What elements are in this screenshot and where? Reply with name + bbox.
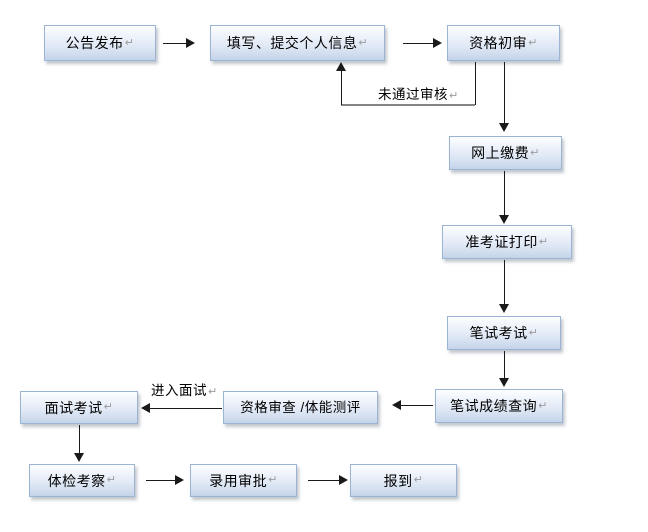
arrow-interview-to-medical-shaft: [79, 425, 80, 456]
node-label: 准考证打印: [465, 234, 538, 250]
arrow-announcement-to-submit-shaft: [163, 43, 188, 44]
node-qual-fitness[interactable]: 资格审查 /体能测评: [223, 391, 378, 424]
node-first-review[interactable]: 资格初审↵: [447, 25, 560, 61]
node-label: 资格初审: [469, 35, 528, 51]
node-label: 体检考察: [47, 472, 106, 489]
arrow-exam-to-score-shaft: [504, 351, 505, 381]
paragraph-mark-icon: ↵: [413, 474, 424, 486]
arrow-interview-to-medical-head: [74, 453, 84, 462]
node-print-ticket[interactable]: 准考证打印↵: [442, 225, 572, 259]
paragraph-mark-icon: ↵: [268, 474, 278, 486]
node-label: 报到: [383, 472, 413, 489]
node-report-duty[interactable]: 报到↵: [350, 464, 457, 497]
arrow-score-to-qual-head: [392, 400, 401, 410]
paragraph-mark-icon: ↵: [528, 36, 538, 49]
arrow-review-to-payment-shaft: [504, 62, 505, 124]
arrow-medical-to-hire-shaft: [146, 480, 177, 481]
arrow-review-to-payment-head: [499, 123, 509, 132]
node-medical-check[interactable]: 体检考察↵: [29, 464, 135, 497]
loop-failed-review-left: [341, 70, 342, 105]
arrow-score-to-qual-shaft: [400, 405, 433, 406]
node-written-exam[interactable]: 笔试考试↵: [447, 316, 561, 350]
edge-label-failed-review: 未通过审核↵: [378, 83, 459, 103]
arrow-payment-to-ticket-shaft: [504, 171, 505, 217]
paragraph-mark-icon: ↵: [530, 146, 540, 159]
paragraph-mark-icon: ↵: [449, 90, 459, 102]
node-online-payment[interactable]: 网上缴费↵: [449, 136, 562, 170]
paragraph-mark-icon: ↵: [538, 235, 549, 248]
arrow-payment-to-ticket-head: [499, 215, 509, 224]
arrow-exam-to-score-head: [499, 378, 509, 387]
arrow-qual-to-interview-head: [141, 403, 150, 413]
loop-failed-review-arrowhead: [336, 62, 346, 71]
arrow-submit-to-review-shaft: [403, 43, 435, 44]
node-label: 公告发布: [65, 35, 124, 51]
edge-label-enter-interview: 进入面试↵: [151, 379, 218, 399]
arrow-hire-to-report-shaft: [308, 480, 341, 481]
node-hire-approval[interactable]: 录用审批↵: [190, 464, 297, 497]
node-interview[interactable]: 面试考试↵: [20, 391, 138, 424]
paragraph-mark-icon: ↵: [208, 386, 218, 398]
node-announcement[interactable]: 公告发布↵: [44, 25, 156, 61]
paragraph-mark-icon: ↵: [358, 36, 369, 49]
node-submit-info[interactable]: 填写、提交个人信息↵: [210, 25, 385, 61]
node-label: 网上缴费: [471, 145, 530, 161]
loop-failed-review-bottom: [341, 104, 475, 106]
arrow-qual-to-interview-shaft: [150, 408, 222, 409]
node-label: 录用审批: [209, 472, 268, 489]
arrow-medical-to-hire-head: [175, 475, 184, 485]
loop-failed-review-right: [475, 62, 476, 105]
node-label: 资格审查 /体能测评: [240, 399, 361, 415]
arrow-submit-to-review-head: [433, 38, 442, 48]
node-label: 笔试成绩查询: [450, 398, 538, 414]
node-label: 笔试考试: [469, 325, 528, 341]
paragraph-mark-icon: ↵: [103, 401, 114, 413]
paragraph-mark-icon: ↵: [528, 326, 539, 339]
node-label: 填写、提交个人信息: [226, 35, 358, 51]
arrow-hire-to-report-head: [339, 475, 348, 485]
paragraph-mark-icon: ↵: [538, 399, 548, 412]
node-label: 面试考试: [44, 399, 103, 416]
edge-label-text: 进入面试: [151, 383, 207, 398]
arrow-announcement-to-submit-head: [186, 38, 195, 48]
arrow-ticket-to-exam-shaft: [504, 260, 505, 306]
arrow-ticket-to-exam-head: [499, 304, 509, 313]
edge-label-text: 未通过审核: [378, 87, 448, 102]
node-score-query[interactable]: 笔试成绩查询↵: [435, 389, 563, 423]
paragraph-mark-icon: ↵: [106, 474, 117, 486]
paragraph-mark-icon: ↵: [124, 36, 135, 49]
